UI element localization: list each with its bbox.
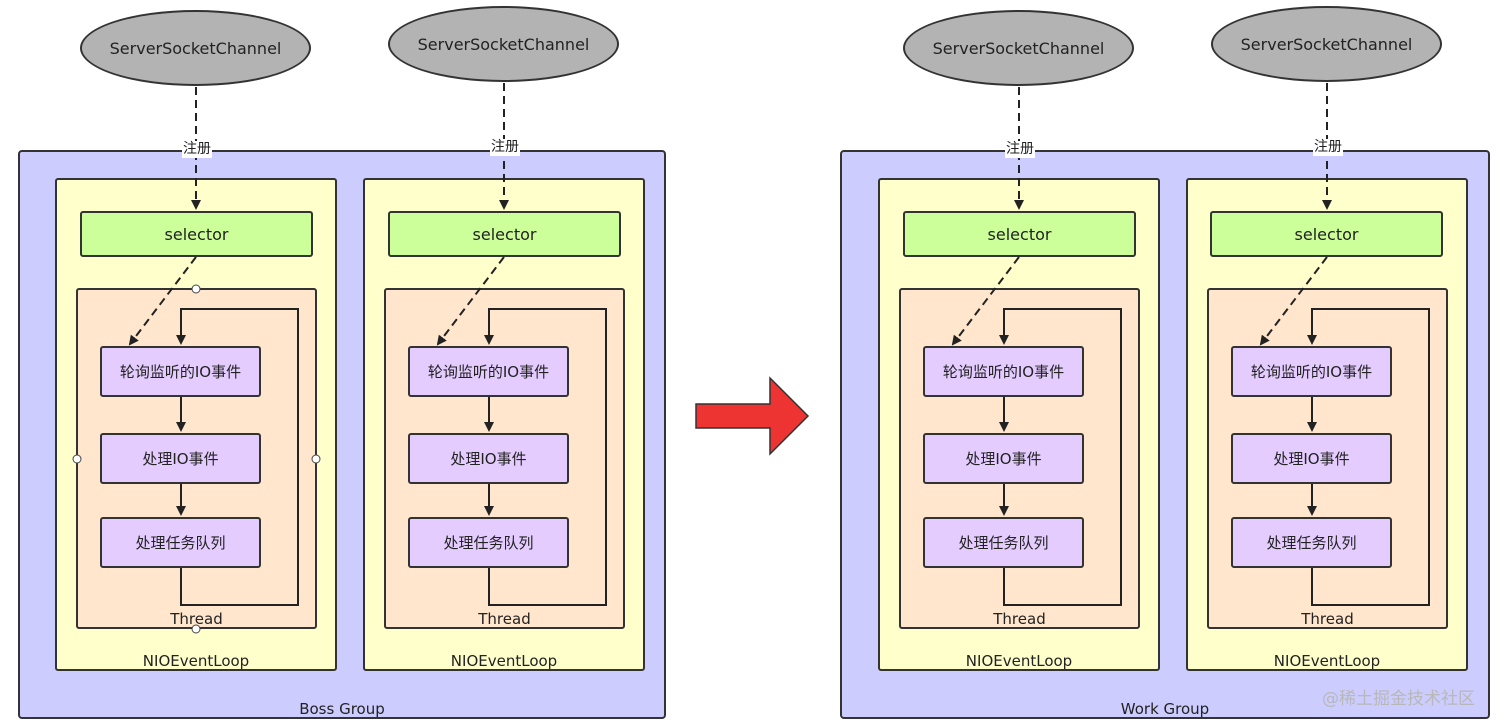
process-io-events-step: 处理IO事件 [923,433,1084,484]
event-loop-label: NIOEventLoop [450,652,558,670]
selector: selector [1210,211,1443,257]
watermark: @稀土掘金技术社区 [1322,689,1475,709]
selector: selector [80,211,313,257]
poll-io-events-step: 轮询监听的IO事件 [408,346,569,397]
selector: selector [903,211,1136,257]
selection-handle[interactable] [72,454,82,464]
thread-label: Thread [170,610,223,628]
process-task-queue-step: 处理任务队列 [100,517,261,568]
selection-handle[interactable] [191,624,201,634]
process-task-queue-step: 处理任务队列 [408,517,569,568]
poll-io-events-step: 轮询监听的IO事件 [923,346,1084,397]
thread-label: Thread [993,610,1046,628]
selector: selector [388,211,621,257]
server-socket-channel: ServerSocketChannel [903,10,1134,86]
event-loop-label: NIOEventLoop [965,652,1073,670]
selection-handle[interactable] [311,454,321,464]
work-group-label: Work Group [1120,700,1210,718]
server-socket-channel: ServerSocketChannel [388,6,619,82]
transition-arrow-icon [695,376,810,456]
process-task-queue-step: 处理任务队列 [923,517,1084,568]
server-socket-channel: ServerSocketChannel [1211,6,1442,82]
register-label: 注册 [490,139,520,156]
register-label: 注册 [1005,141,1035,158]
event-loop-label: NIOEventLoop [142,652,250,670]
process-io-events-step: 处理IO事件 [100,433,261,484]
register-label: 注册 [182,141,212,158]
thread-label: Thread [1301,610,1354,628]
poll-io-events-step: 轮询监听的IO事件 [1231,346,1392,397]
register-label: 注册 [1313,139,1343,156]
thread-label: Thread [478,610,531,628]
server-socket-channel: ServerSocketChannel [80,10,311,86]
poll-io-events-step: 轮询监听的IO事件 [100,346,261,397]
process-io-events-step: 处理IO事件 [1231,433,1392,484]
process-io-events-step: 处理IO事件 [408,433,569,484]
selection-handle[interactable] [191,284,201,294]
process-task-queue-step: 处理任务队列 [1231,517,1392,568]
event-loop-label: NIOEventLoop [1273,652,1381,670]
boss-group-label: Boss Group [299,700,385,718]
